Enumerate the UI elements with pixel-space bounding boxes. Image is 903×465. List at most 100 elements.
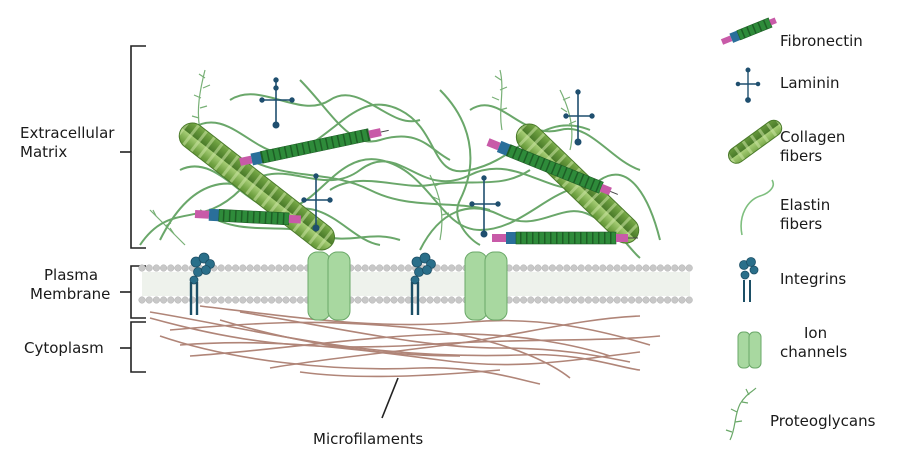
lipid-head [426,296,434,304]
legend-ion-channels: Ion channels [780,324,847,362]
lipid-head [217,296,225,304]
lipid-head [534,296,542,304]
lipid-head [520,264,528,272]
integrin [189,252,215,315]
lipid-head [390,296,398,304]
legend-laminin: Laminin [780,74,840,92]
legend-elastin: Elastin fibers [780,196,830,234]
lipid-head [167,264,175,272]
laminin [563,89,595,146]
lipid-head [448,296,456,304]
lipid-head [268,264,276,272]
membrane-label-line1: Plasma [44,266,99,284]
lipid-head [599,264,607,272]
lipid-head [527,264,535,272]
elastin-icon [740,179,775,236]
lipid-head [628,296,636,304]
legend-elastin-line1: Elastin [780,196,831,214]
lipid-head [361,264,369,272]
lipid-head [404,264,412,272]
lipid-head [419,296,427,304]
lipid-head [592,296,600,304]
lipid-head [685,264,693,272]
lipid-head [527,296,535,304]
legend-integrins: Integrins [780,270,847,288]
ecm-label-line1: Extracellular [20,124,115,142]
lipid-head [455,264,463,272]
lipid-head [181,296,189,304]
laminin [469,175,501,238]
legend-elastin-line2: fibers [780,215,823,233]
lipid-head [224,296,232,304]
ion-channel [307,251,351,321]
lipid-head [282,296,290,304]
lipid-head [368,264,376,272]
lipid-head [174,264,182,272]
lipid-head [671,264,679,272]
membrane-label: Plasma Membrane [30,266,110,304]
lipid-head [160,264,168,272]
lipid-head [563,296,571,304]
lipid-head [239,296,247,304]
collagen-icon [727,119,783,164]
lipid-head [232,296,240,304]
lipid-head [635,296,643,304]
lipid-head [224,264,232,272]
lipid-head [253,296,261,304]
lipid-head [556,264,564,272]
lipid-head [628,264,636,272]
legend-proteoglycans: Proteoglycans [770,412,876,430]
microfilaments [149,305,661,385]
lipid-head [138,264,146,272]
lipid-head [376,264,384,272]
ecm-label-line2: Matrix [20,143,68,161]
ion-channel-icon [737,331,762,369]
lipid-head [203,296,211,304]
lipid-head [620,264,628,272]
lipid-head [289,264,297,272]
fibronectin [194,208,302,226]
lipid-head [296,264,304,272]
laminin [259,77,295,129]
lipid-head [246,296,254,304]
lipid-head [455,296,463,304]
lipid-head [606,296,614,304]
lipid-head [440,296,448,304]
lipid-head [577,296,585,304]
lipid-head [678,296,686,304]
lipid-head [570,296,578,304]
integrin-icon [739,257,759,302]
lipid-head [656,264,664,272]
lipid-head [534,264,542,272]
fibronectin [486,138,618,196]
lipid-head [361,296,369,304]
lipid-head [642,296,650,304]
lipid-head [642,264,650,272]
lipid-head [584,296,592,304]
lipid-head [404,296,412,304]
lipid-head [152,296,160,304]
lipid-head [383,264,391,272]
lipid-head [145,296,153,304]
lipid-head [649,296,657,304]
ecm-label: Extracellular Matrix [20,124,114,162]
legend-ion-line2: channels [780,343,848,361]
lipid-head [613,296,621,304]
lipid-head [541,264,549,272]
legend-collagen-line1: Collagen [780,128,846,146]
lipid-head [239,264,247,272]
lipid-head [433,264,441,272]
lipid-head [584,264,592,272]
membrane-label-line2: Membrane [30,285,111,303]
lipid-head [397,296,405,304]
collagen-fiber [178,122,335,251]
fibronectin-icon [720,17,777,45]
lipid-head [448,264,456,272]
lipid-head [664,296,672,304]
lipid-head [599,296,607,304]
lipid-head [260,296,268,304]
lipid-head [145,264,153,272]
legend-ion-line1: Ion [804,324,828,342]
lipid-head [289,296,297,304]
lipid-head [685,296,693,304]
